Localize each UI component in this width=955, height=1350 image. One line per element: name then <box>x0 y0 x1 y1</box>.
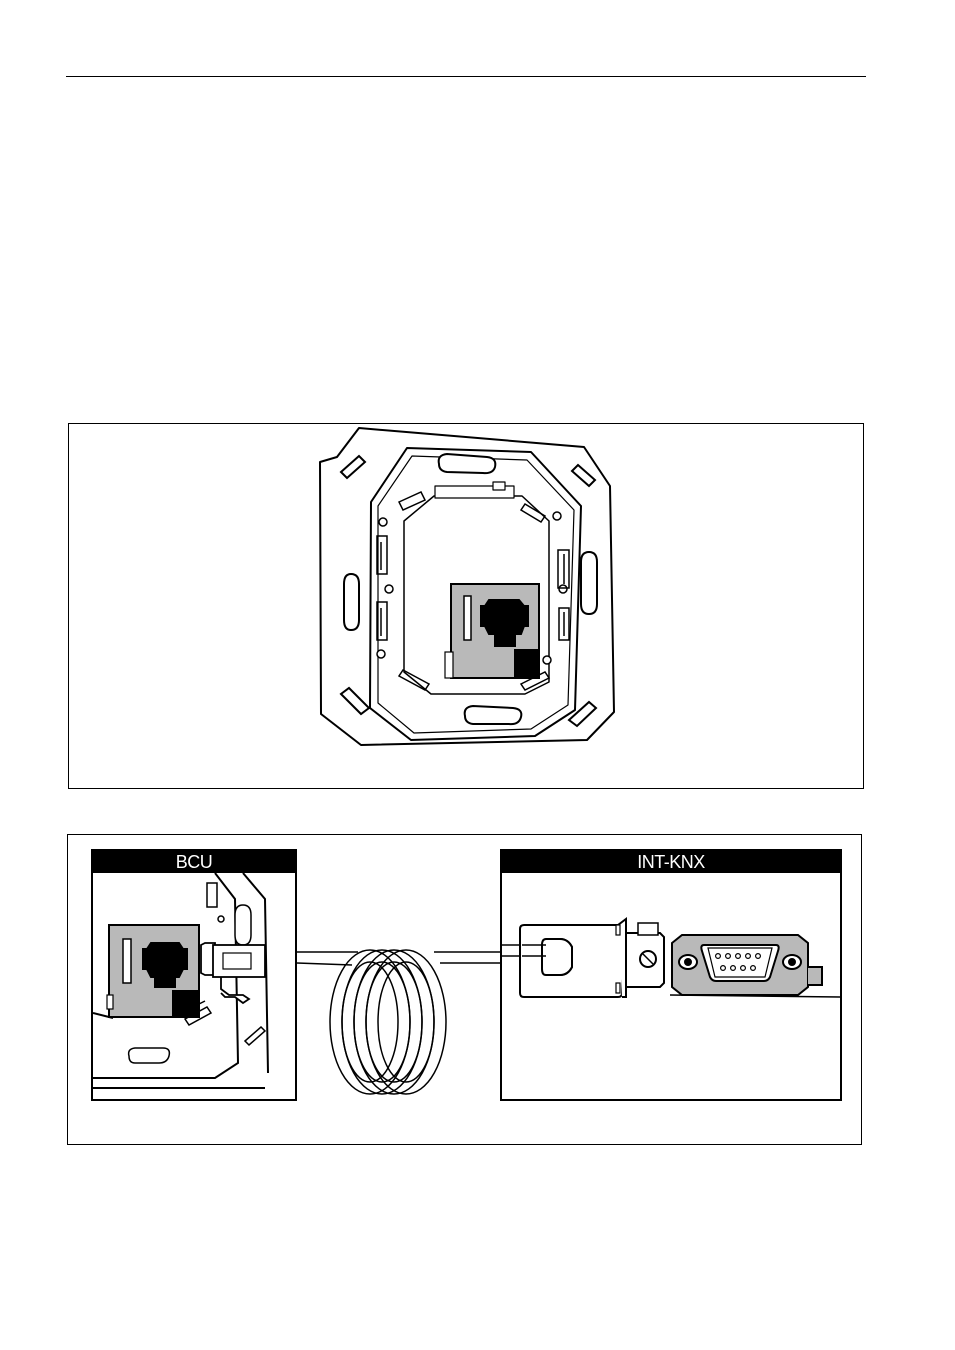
slot-corner-bl <box>339 686 371 716</box>
slot-bottom <box>463 704 523 726</box>
frame-inner-octagon <box>369 447 582 741</box>
slot-corner-tl <box>339 454 367 480</box>
inset-bcu: BCU <box>91 849 297 1101</box>
rj-socket-opening <box>480 599 529 647</box>
slot-corner-tr <box>570 463 597 488</box>
figure-mounting-frame <box>68 423 864 789</box>
inset-int-knx: INT-KNX <box>500 849 842 1101</box>
dsub-connector <box>671 934 823 996</box>
figure-connection: BCU <box>67 834 862 1145</box>
label-int-knx: INT-KNX <box>502 851 840 873</box>
rj-socket <box>444 583 540 679</box>
slot-top <box>437 452 497 475</box>
slot-right <box>580 550 598 616</box>
bcu-drawing <box>93 873 269 1089</box>
mounting-frame-drawing <box>319 427 615 746</box>
label-bcu: BCU <box>93 851 295 873</box>
slot-left <box>343 572 360 632</box>
int-knx-drawing <box>502 917 840 998</box>
top-rule <box>66 76 866 77</box>
slot-corner-br <box>567 700 598 728</box>
